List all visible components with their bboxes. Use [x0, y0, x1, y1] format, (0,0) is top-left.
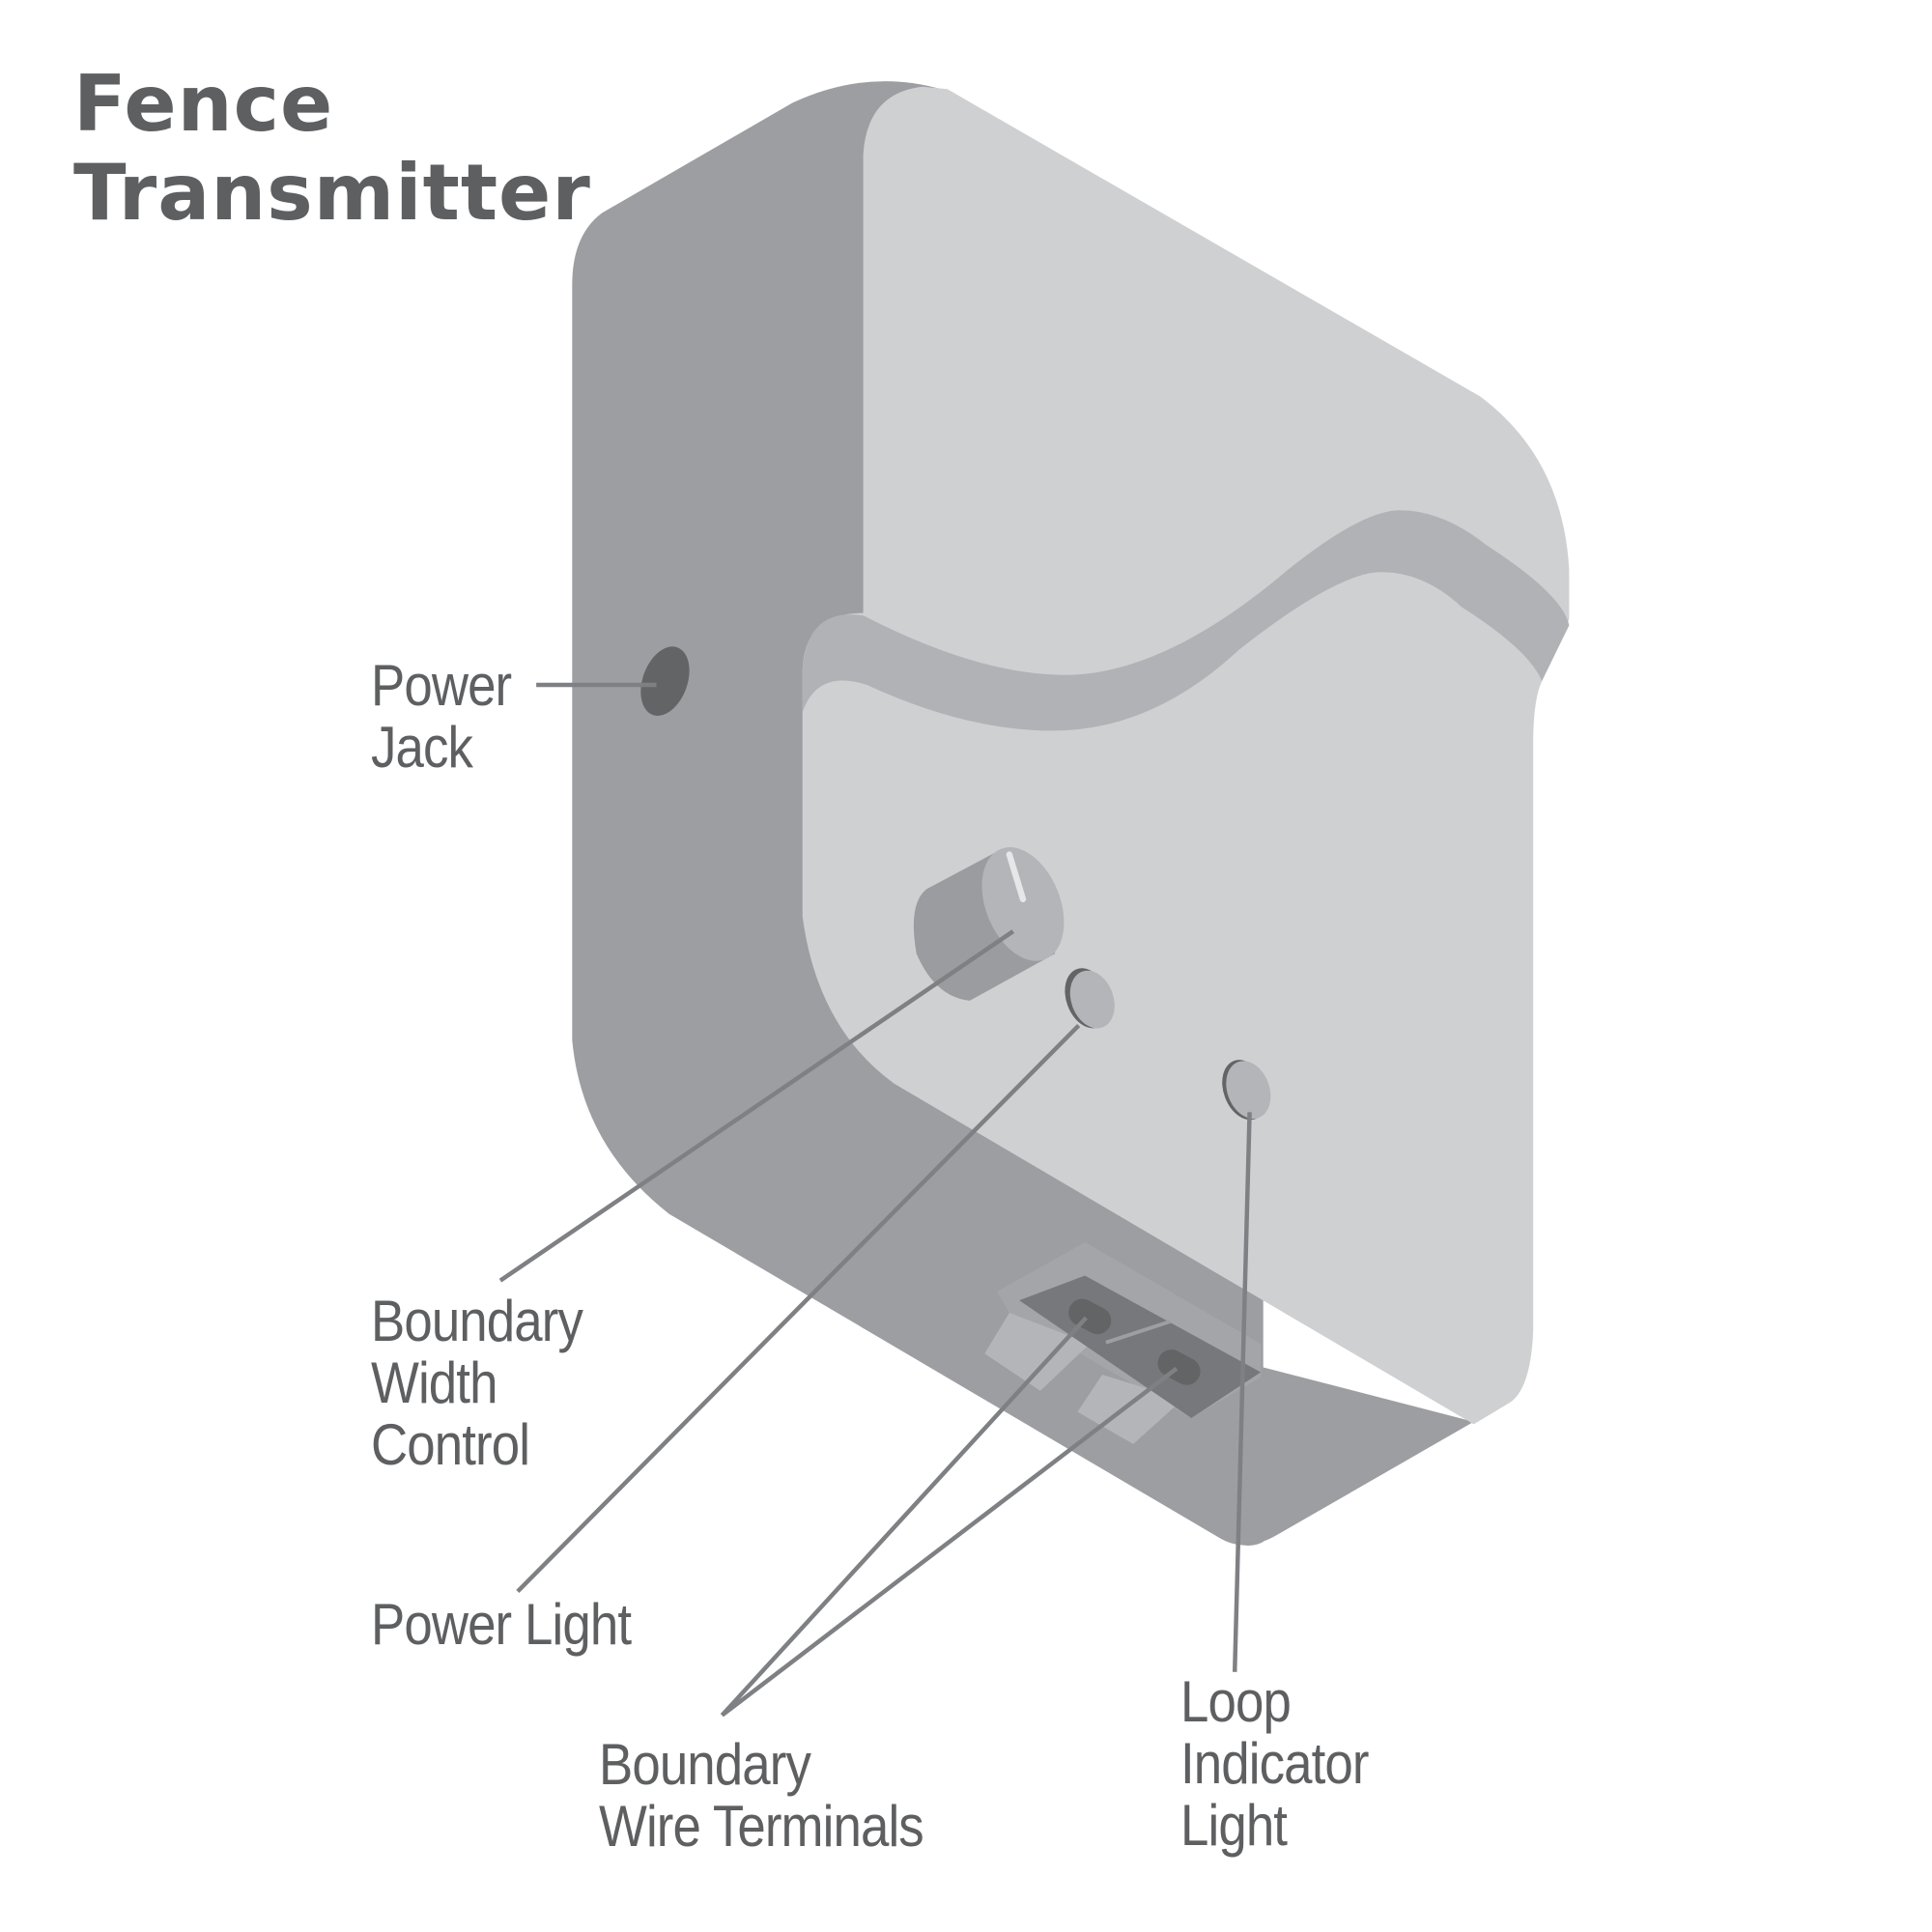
wave-band [802, 510, 1570, 731]
loop-indicator-led [1222, 1060, 1271, 1121]
leader-power-light [516, 1023, 1081, 1594]
title-line-2: Transmitter [73, 148, 591, 238]
title-line-1: Fence [73, 59, 334, 149]
boundary-width-knob [913, 847, 1065, 1001]
leader-terminal-1 [720, 1316, 1089, 1718]
leader-terminal-2 [721, 1366, 1179, 1718]
leader-lines [498, 682, 1252, 1718]
power-jack-hole [640, 646, 690, 716]
front-face [802, 86, 1570, 1425]
leader-loop-light [1232, 1112, 1252, 1672]
boundary-wire-terminal-block [984, 1241, 1262, 1444]
leader-width-control [498, 929, 1014, 1283]
bottom-face [668, 1213, 1474, 1546]
power-light-led [1065, 968, 1115, 1029]
label-power-light: Power Light [371, 1592, 632, 1657]
label-loop-indicator-light: Loop Indicator Light [1180, 1669, 1369, 1858]
label-boundary-wire-terminals: Boundary Wire Terminals [599, 1732, 924, 1859]
label-power-jack: Power Jack [371, 653, 512, 780]
label-boundary-width-control: Boundary Width Control [371, 1289, 583, 1477]
diagram-title: Fence Transmitter [73, 60, 591, 238]
